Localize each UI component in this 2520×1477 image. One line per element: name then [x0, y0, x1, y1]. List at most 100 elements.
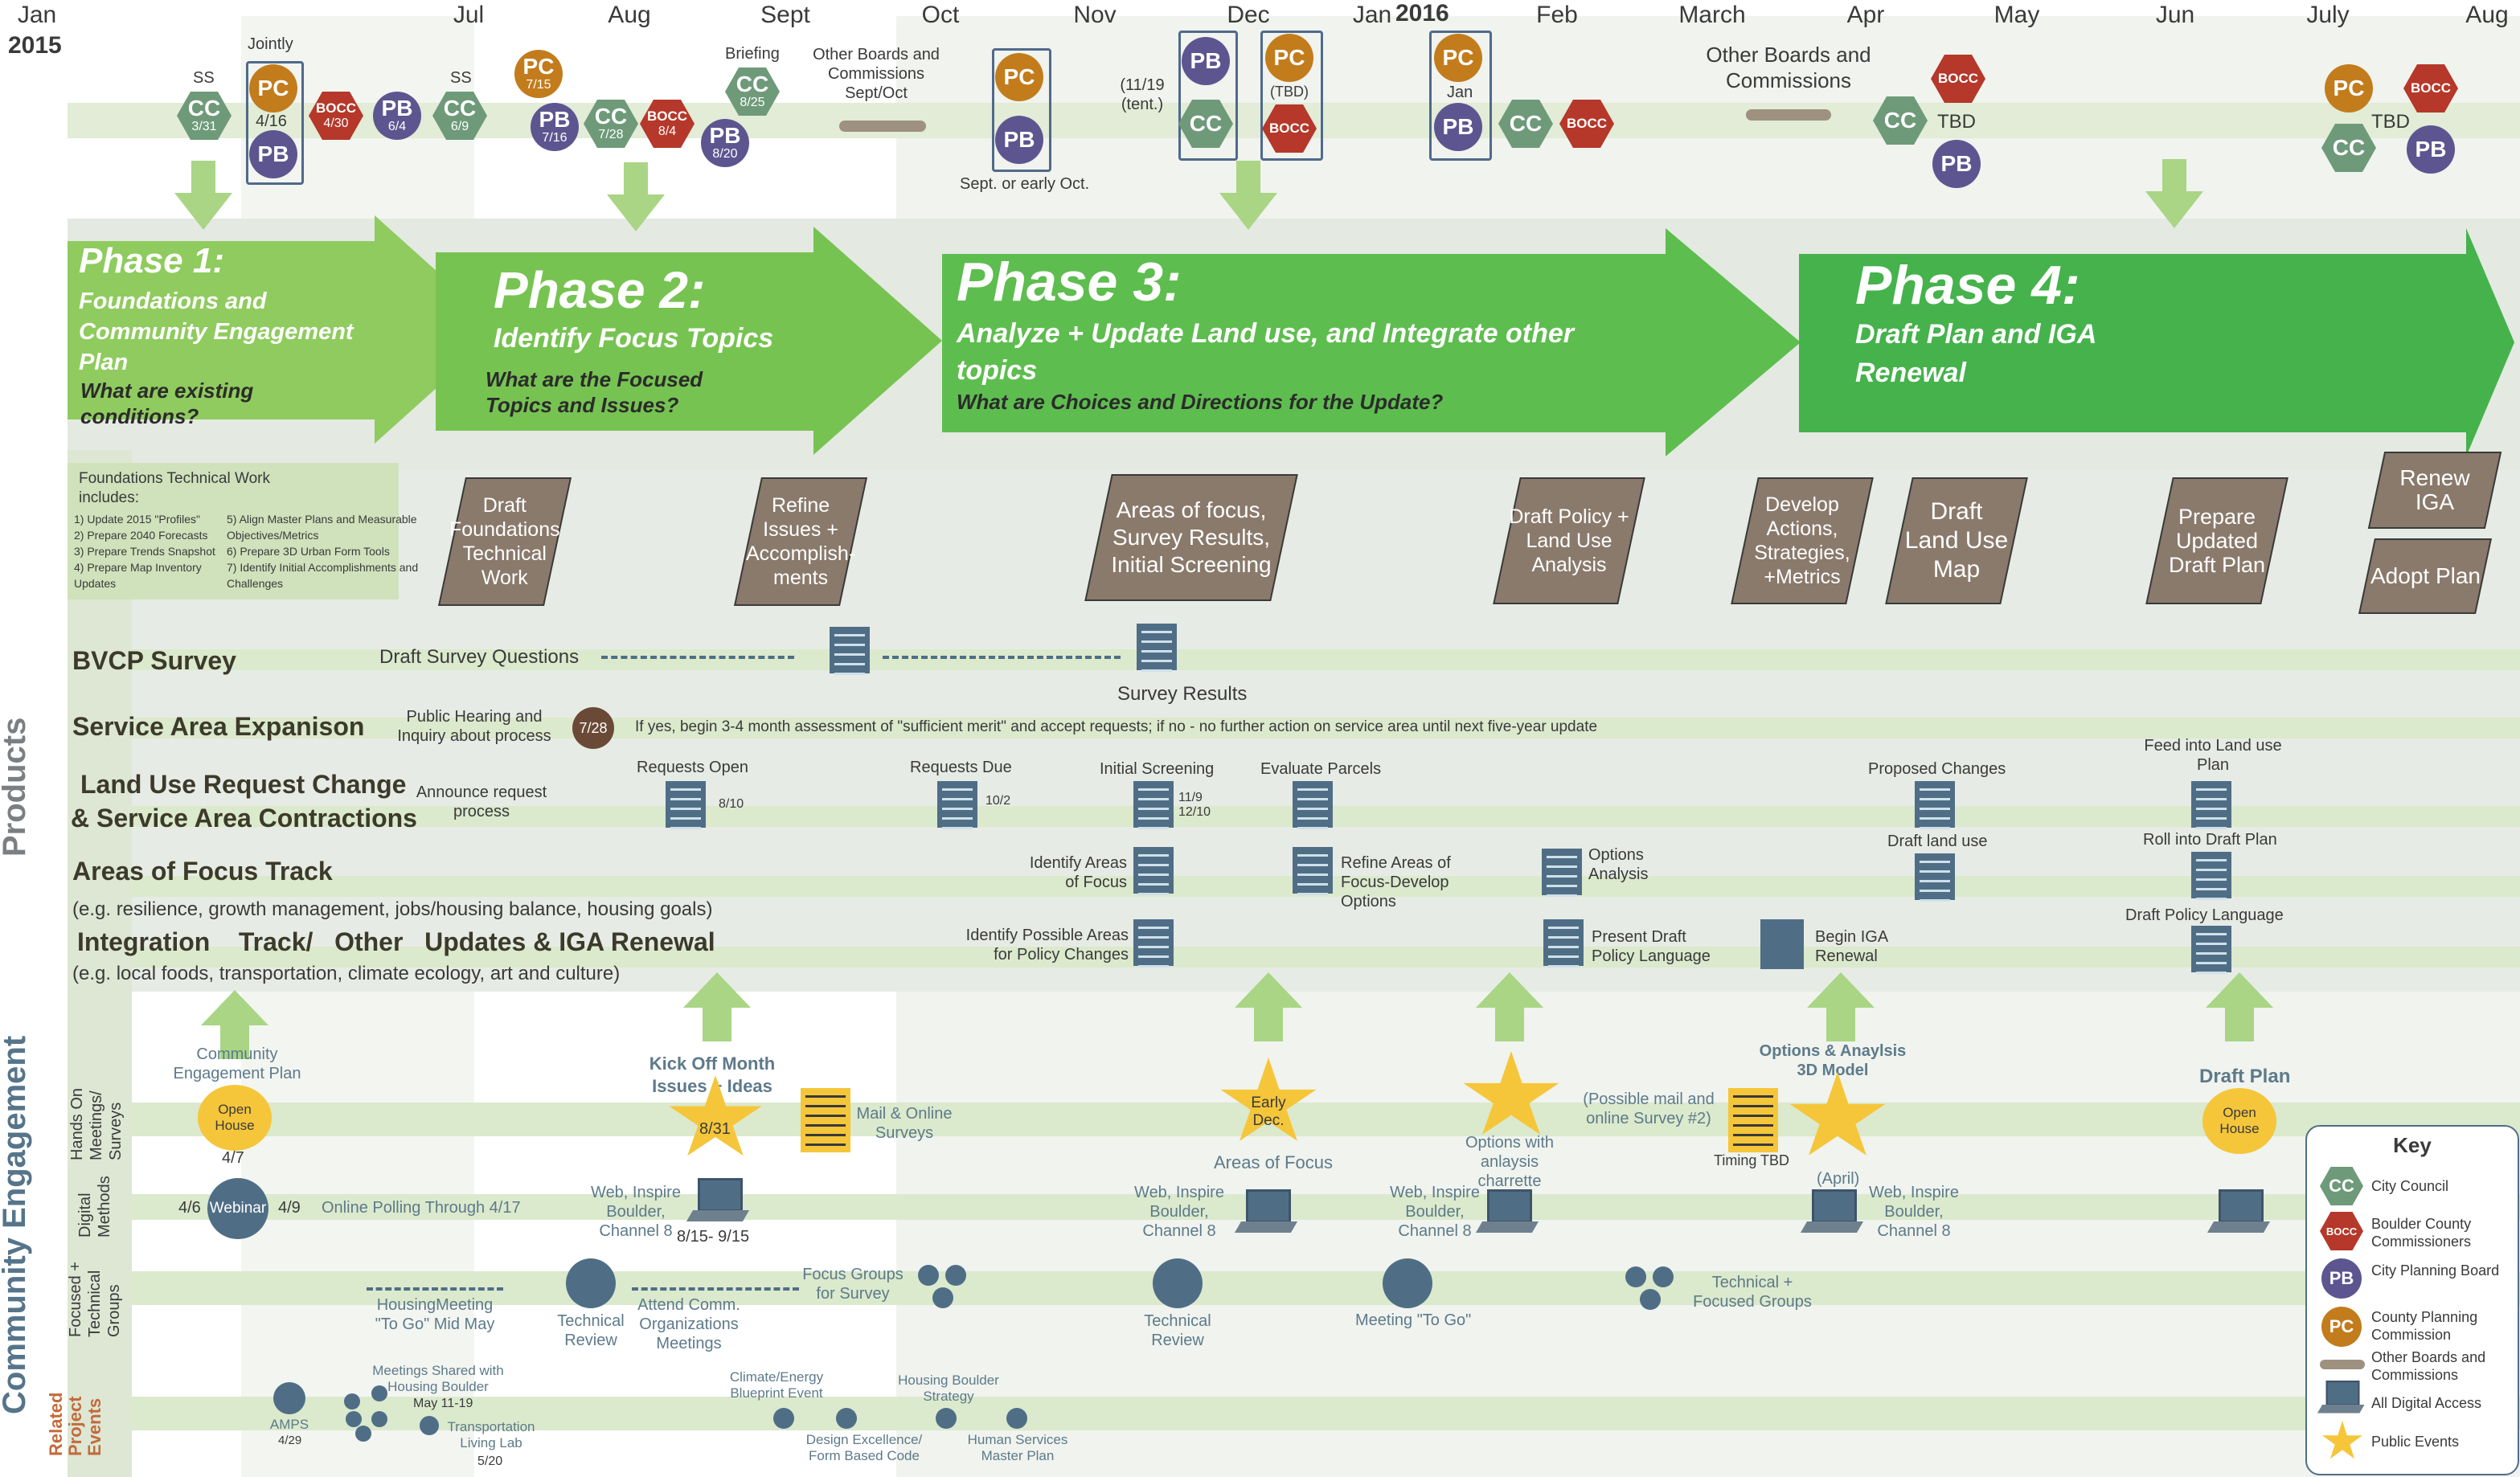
- initial-screening-doc-icon: [1133, 781, 1174, 829]
- foundations-item: 6) Prepare 3D Urban Form Tools: [227, 545, 390, 558]
- cc-text: CC: [594, 104, 628, 129]
- phase-1-body: [68, 241, 375, 419]
- month-apr: Apr: [1846, 2, 1885, 28]
- focus-groups-label: Focus Groups for Survey: [802, 1266, 904, 1303]
- survey-doc-2-icon: [1137, 624, 1177, 672]
- web-inspire-1-label: Web, Inspire Boulder, Channel 8: [591, 1184, 681, 1240]
- pb-date: 7/16: [542, 131, 568, 145]
- service-area-note: If yes, begin 3-4 month assessment of "s…: [635, 718, 1598, 735]
- side-label-related: Related Project Events: [46, 1392, 104, 1456]
- pb-text: PB: [2415, 137, 2447, 162]
- meeting-to-go-label: Meeting "To Go": [1355, 1311, 1472, 1329]
- bocc-date: 4/30: [323, 117, 349, 130]
- phase-1-subtitle: Foundations and Community Engagement Pla…: [79, 288, 354, 375]
- month-jan-2016: Jan: [1352, 2, 1392, 28]
- pc-date: 7/15: [526, 78, 551, 92]
- pb-date: 6/4: [387, 120, 407, 133]
- pb-text: PB: [709, 123, 741, 148]
- cc-meeting-feb: CC: [1498, 100, 1553, 148]
- open-house-1: Open House: [198, 1085, 272, 1151]
- announce-request-process: Announce request process: [416, 784, 547, 820]
- draft-survey-questions: Draft Survey Questions: [379, 646, 580, 668]
- track-areas-of-focus: Areas of Focus Track: [72, 857, 333, 886]
- month-march: March: [1678, 2, 1746, 28]
- up-arrow-4: [1476, 972, 1543, 1008]
- pc-text: PC: [1442, 45, 1474, 70]
- community-engagement-plan-label: Community Engagement Plan: [173, 1045, 301, 1082]
- down-arrow-4-stem: [2162, 159, 2186, 191]
- joint-box: [246, 61, 304, 185]
- deliverable-text: Refine Issues + Accomplish-ments: [745, 494, 856, 589]
- down-arrow-3-stem: [1236, 161, 1260, 193]
- deliverable-refine-issues: Refine Issues + Accomplish-ments: [733, 477, 868, 606]
- deliverable-draft-foundations: Draft Foundations Technical Work: [437, 477, 572, 606]
- pb-text: PB: [257, 141, 289, 166]
- pc-tbd-label: (TBD): [1270, 84, 1309, 100]
- human-services-label: Human Services Master Plan: [967, 1432, 1068, 1463]
- deliverable-renew-iga: Renew IGA: [2367, 452, 2502, 529]
- draft-plan-label: Draft Plan: [2199, 1066, 2291, 1087]
- begin-iga-renewal-label: Begin IGA Renewal: [1815, 928, 1888, 965]
- cc-date: 3/31: [191, 120, 217, 133]
- track-service-area-expansion: Service Area Expanison: [72, 712, 365, 741]
- deliverable-text: Draft Land Use Map: [1904, 498, 2009, 583]
- focus-group-dot-1: [918, 1265, 939, 1286]
- legend-laptop-icon: [2317, 1381, 2365, 1417]
- identify-possible-areas-label: Identify Possible Areas for Policy Chang…: [965, 927, 1129, 964]
- open-house-1-date: 4/7: [222, 1149, 244, 1167]
- track-service-area-contractions: & Service Area Contractions: [71, 804, 417, 833]
- up-arrow-3: [1235, 972, 1302, 1008]
- other-boards-bar-1: [839, 121, 926, 132]
- open-house-2: Open House: [2202, 1088, 2276, 1154]
- phase-3-subtitle: Analyze + Update Land use, and Integrate…: [957, 318, 1574, 386]
- meetings-shared-label: Meetings Shared with Housing Boulder: [372, 1363, 504, 1394]
- down-arrow-2-stem: [624, 162, 648, 194]
- dash-arrow-1: [601, 656, 794, 659]
- pc-text: PC: [522, 54, 555, 79]
- climate-dot: [773, 1408, 794, 1429]
- pb-text: PB: [1003, 127, 1035, 152]
- tech-group-dot-1: [1625, 1266, 1646, 1287]
- identify-possible-doc-icon: [1133, 919, 1174, 968]
- climate-energy-label: Climate/Energy Blueprint Event: [729, 1369, 824, 1401]
- amps-dot: [273, 1382, 305, 1414]
- legend-key: Key CC City Council BOCC Boulder County …: [2305, 1125, 2519, 1475]
- transportation-label: Transportation Living Lab: [447, 1419, 535, 1450]
- year-2015: 2015: [8, 32, 62, 59]
- meeting-dot-5: [346, 1411, 362, 1427]
- side-label-digital: Digital Methods: [76, 1176, 113, 1238]
- meetings-shared-date: May 11-19: [413, 1397, 473, 1410]
- identify-areas-label: Identify Areas of Focus: [1029, 854, 1127, 891]
- deliverable-text: Prepare Updated Draft Plan: [2168, 505, 2266, 577]
- band-sae: [68, 718, 2520, 738]
- meeting-dot-2: [371, 1385, 387, 1401]
- technical-review-2-label: Technical Review: [1144, 1312, 1211, 1349]
- laptop-5-icon: [2207, 1189, 2271, 1238]
- options-charrette-label: Options with anlaysis charrette: [1465, 1134, 1555, 1190]
- pb-meeting-oct: PB: [995, 116, 1043, 164]
- foundations-item: 7) Identify Initial Accomplishments and …: [227, 561, 419, 590]
- initial-screening-dates: 11/9 12/10: [1178, 791, 1211, 819]
- obc-date: Sept/Oct: [845, 84, 908, 102]
- cc-meeting-dec: CC: [1178, 100, 1233, 148]
- bocc-text: BOCC: [1268, 121, 1310, 136]
- draft-policy-language-doc-icon: [2191, 926, 2231, 974]
- april-label: (April): [1817, 1170, 1860, 1188]
- phase-2-body: [436, 252, 813, 431]
- transportation-date: 5/20: [477, 1454, 503, 1468]
- other-boards-bar-2: [1746, 109, 1831, 121]
- technical-review-1-dot: [566, 1258, 616, 1308]
- housing-strategy-dot: [936, 1408, 957, 1429]
- requests-due-date: 10/2: [985, 794, 1011, 808]
- month-may: May: [1993, 2, 2040, 28]
- bocc-date: 8/4: [658, 125, 677, 138]
- timing-tbd-label: Timing TBD: [1714, 1152, 1790, 1168]
- legend-county-commissioners: Boulder County Commissioners: [2371, 1216, 2472, 1250]
- obc-text: Other Boards and Commissions: [813, 46, 940, 83]
- foundations-item: 3) Prepare Trends Snapshot: [74, 545, 215, 558]
- requests-open-date: 8/10: [719, 797, 744, 811]
